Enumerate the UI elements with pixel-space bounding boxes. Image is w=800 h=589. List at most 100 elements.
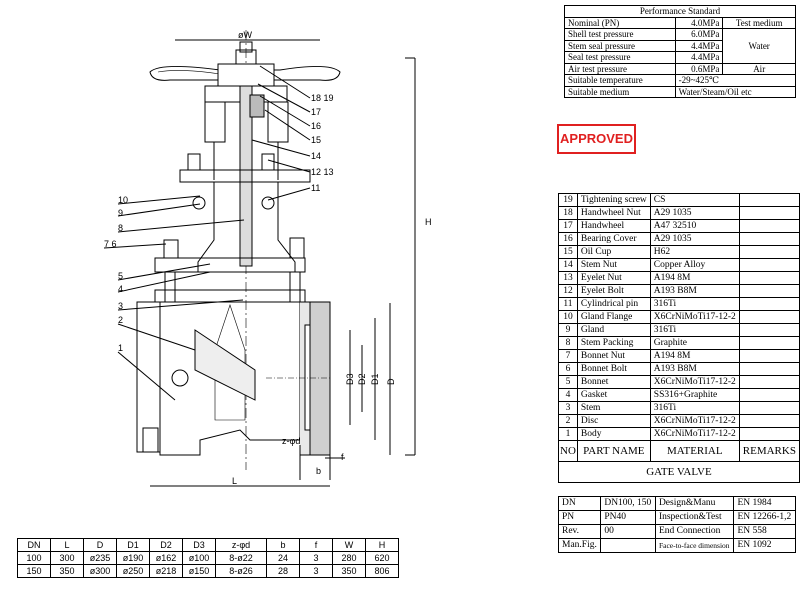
part-name: Gland bbox=[576, 323, 651, 337]
part-remarks bbox=[738, 232, 800, 246]
part-name: Eyelet Bolt bbox=[576, 284, 651, 298]
info-k2: Design&Manu bbox=[654, 496, 735, 511]
callout-5: 5 bbox=[118, 271, 123, 281]
performance-table: Performance Standard Nominal (PN) 4.0MPa… bbox=[564, 5, 797, 98]
part-no: 4 bbox=[558, 388, 578, 402]
part-no: 13 bbox=[558, 271, 578, 285]
part-remarks bbox=[738, 245, 800, 259]
dimension-header: D2 bbox=[149, 538, 183, 552]
part-remarks bbox=[738, 271, 800, 285]
dimension-cell: 806 bbox=[365, 564, 399, 578]
part-name: Disc bbox=[576, 414, 651, 428]
dimension-header: W bbox=[332, 538, 366, 552]
part-remarks bbox=[738, 336, 800, 350]
medium-label: Suitable medium bbox=[564, 85, 676, 98]
temperature-value: -29~425℃ bbox=[674, 74, 797, 87]
perf-label: Nominal (PN) bbox=[564, 16, 676, 29]
dimension-cell: ø218 bbox=[149, 564, 183, 578]
dimension-header: L bbox=[50, 538, 84, 552]
part-no: 8 bbox=[558, 336, 578, 350]
part-no: 15 bbox=[558, 245, 578, 259]
part-material: 316Ti bbox=[649, 297, 740, 311]
part-no: 9 bbox=[558, 323, 578, 337]
part-no: 18 bbox=[558, 206, 578, 220]
dim-label-d3: D3 bbox=[345, 373, 355, 385]
part-no: 7 bbox=[558, 349, 578, 363]
perf-label: Shell test pressure bbox=[564, 28, 676, 41]
part-material: X6CrNiMoTi17-12-2 bbox=[649, 427, 740, 441]
dimension-cell: 3 bbox=[299, 564, 333, 578]
header-material: MATERIAL bbox=[649, 440, 740, 462]
info-k1: PN bbox=[557, 510, 602, 525]
perf-value: 4.4MPa bbox=[674, 51, 724, 64]
part-no: 3 bbox=[558, 401, 578, 415]
part-material: A193 B8M bbox=[649, 284, 740, 298]
dimension-cell: 620 bbox=[365, 551, 399, 565]
valve-drawing: øW H L D D1 D2 D3 z-φd b f 10 9 8 7 6 5 … bbox=[103, 30, 432, 487]
info-v2: EN 12266-1,2 bbox=[733, 510, 796, 525]
info-v2: EN 1984 bbox=[733, 496, 796, 511]
part-material: A29 1035 bbox=[649, 206, 740, 220]
info-v2: EN 558 bbox=[733, 524, 796, 539]
dim-label-l: L bbox=[232, 476, 237, 486]
part-remarks bbox=[738, 206, 800, 220]
part-remarks bbox=[738, 284, 800, 298]
part-name: Bearing Cover bbox=[576, 232, 651, 246]
dimension-header: D1 bbox=[116, 538, 150, 552]
part-material: 316Ti bbox=[649, 323, 740, 337]
dimension-cell: ø235 bbox=[83, 551, 117, 565]
info-k1: DN bbox=[557, 496, 602, 511]
part-name: Bonnet Nut bbox=[576, 349, 651, 363]
dimension-cell: 280 bbox=[332, 551, 366, 565]
perf-value: 0.6MPa bbox=[674, 62, 724, 75]
part-remarks bbox=[738, 362, 800, 376]
dimension-cell: ø250 bbox=[116, 564, 150, 578]
part-remarks bbox=[738, 258, 800, 272]
dim-label-f: f bbox=[341, 452, 344, 462]
callout-15: 15 bbox=[311, 135, 321, 145]
perf-value: 4.0MPa bbox=[674, 16, 724, 29]
part-no: 17 bbox=[558, 219, 578, 233]
dim-label-d2: D2 bbox=[357, 373, 367, 385]
callout-16: 16 bbox=[311, 121, 321, 131]
performance-title: Performance Standard bbox=[564, 5, 796, 18]
callout-7-6: 7 6 bbox=[104, 239, 117, 249]
part-name: Stem bbox=[576, 401, 651, 415]
dimension-cell: 3 bbox=[299, 551, 333, 565]
part-no: 16 bbox=[558, 232, 578, 246]
dimension-cell: 150 bbox=[17, 564, 51, 578]
perf-label: Seal test pressure bbox=[564, 51, 676, 64]
dim-label-w: øW bbox=[238, 30, 252, 40]
part-no: 14 bbox=[558, 258, 578, 272]
part-name: Handwheel bbox=[576, 219, 651, 233]
part-material: 316Ti bbox=[649, 401, 740, 415]
part-material: A194 8M bbox=[649, 349, 740, 363]
callout-17: 17 bbox=[311, 107, 321, 117]
valve-title: GATE VALVE bbox=[558, 461, 800, 483]
part-name: Oil Cup bbox=[576, 245, 651, 259]
perf-value: 6.0MPa bbox=[674, 28, 724, 41]
part-remarks bbox=[738, 297, 800, 311]
dimension-header: DN bbox=[17, 538, 51, 552]
header-no: NO bbox=[558, 440, 578, 462]
info-v1: DN100, 150 bbox=[600, 496, 656, 511]
callout-18-19: 18 19 bbox=[311, 93, 334, 103]
info-v1 bbox=[600, 538, 656, 553]
dim-label-d: D bbox=[386, 378, 396, 385]
part-remarks bbox=[738, 349, 800, 363]
